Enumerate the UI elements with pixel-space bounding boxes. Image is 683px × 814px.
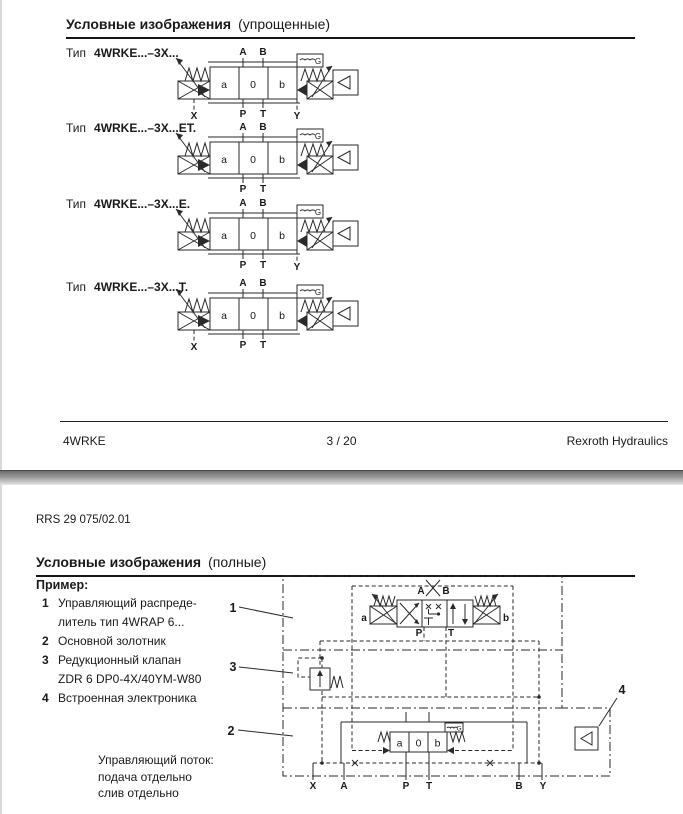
callouts: 1 3 2 4 <box>228 601 626 738</box>
page1-title: Условные изображения (упрощенные) <box>66 16 635 39</box>
port-T: T <box>260 260 266 271</box>
electronics-triangle-icon <box>336 150 351 165</box>
port-B: B <box>259 47 266 58</box>
svg-text:b: b <box>279 230 285 242</box>
pilot-enclosure <box>351 585 514 751</box>
svg-text:0: 0 <box>250 230 256 242</box>
port-Y: Y <box>540 781 547 792</box>
svg-text:a: a <box>221 154 227 166</box>
pilot-port-P: P <box>416 628 423 639</box>
svg-text:b: b <box>279 79 285 91</box>
port-X: X <box>191 111 198 122</box>
svg-text:b: b <box>279 154 285 166</box>
main-g-label: G <box>456 726 461 733</box>
electronics-box <box>574 726 599 751</box>
port-X: X <box>310 781 317 792</box>
svg-text:0: 0 <box>416 738 422 750</box>
pilot-oil-lines <box>297 627 541 765</box>
port-A: A <box>340 781 347 792</box>
port-P: P <box>240 184 247 195</box>
svg-text:a: a <box>397 738 403 750</box>
callout-3: 3 <box>230 660 237 674</box>
valve-symbol-4: G A B a 0 b X P T <box>175 278 359 353</box>
pilot-valve: a b A B P T <box>361 579 509 639</box>
valve-symbol-2: G A B a 0 b P T <box>175 122 359 195</box>
callout-4: 4 <box>619 683 626 697</box>
footer-page-number: 3 / 20 <box>326 434 357 448</box>
doc-number: RRS 29 075/02.01 <box>36 514 131 526</box>
svg-text:a: a <box>221 230 227 242</box>
page1-title-paren: (упрощенные) <box>238 16 331 32</box>
port-Y: Y <box>294 111 301 122</box>
port-T: T <box>426 781 432 792</box>
pilot-port-A: A <box>417 586 424 597</box>
main-ports: X A P T B Y <box>310 752 547 792</box>
page2-title-bold: Условные изображения <box>36 554 202 570</box>
valve-symbol-1: G A B a 0 b X P T Y <box>175 47 359 122</box>
port-P: P <box>240 260 247 271</box>
svg-text:a: a <box>221 79 227 91</box>
port-Y: Y <box>294 262 301 273</box>
page-separator <box>0 470 683 485</box>
port-P: P <box>240 109 247 120</box>
valve-symbol-3: G A B a 0 b P T Y <box>175 198 359 273</box>
port-P: P <box>403 781 410 792</box>
svg-text:b: b <box>435 738 441 750</box>
port-B: B <box>259 122 266 133</box>
example-legend: Пример: 1 Управляющий распреде-литель ти… <box>36 578 201 708</box>
pilot-port-B: B <box>442 586 449 597</box>
electronics-triangle-icon <box>580 731 593 746</box>
svg-text:0: 0 <box>250 79 256 91</box>
full-valve-diagram: a b A B P T G a <box>228 575 626 792</box>
g-label: G <box>315 208 321 217</box>
port-A: A <box>239 198 246 209</box>
port-A: A <box>239 278 246 289</box>
port-B: B <box>259 198 266 209</box>
svg-text:0: 0 <box>250 154 256 166</box>
port-A: A <box>239 47 246 58</box>
electronics-triangle-icon <box>336 306 351 321</box>
port-A: A <box>239 122 246 133</box>
g-label: G <box>315 132 321 141</box>
xy-pilot-line <box>313 759 542 767</box>
electronics-triangle-icon <box>336 226 351 241</box>
page2-title-paren: (полные) <box>208 554 267 570</box>
svg-text:a: a <box>221 310 227 322</box>
callout-1: 1 <box>230 601 237 615</box>
svg-text:0: 0 <box>250 310 256 322</box>
port-P: P <box>240 340 247 351</box>
port-B: B <box>515 781 522 792</box>
legend-item-2: 2 Основной золотник <box>42 634 166 648</box>
main-spool-valve: G a 0 b <box>340 712 528 763</box>
reducing-valve <box>309 667 344 691</box>
example-heading: Пример: <box>36 578 89 592</box>
footer-divider <box>60 421 668 422</box>
control-flow-note: Управляющий поток: подача отдельно слив … <box>98 753 214 800</box>
svg-text:b: b <box>279 310 285 322</box>
pilot-b: b <box>503 613 509 624</box>
footer-brand: Rexroth Hydraulics <box>566 434 668 448</box>
port-T: T <box>260 340 266 351</box>
page1-title-bold: Условные изображения <box>66 16 232 32</box>
g-label: G <box>315 57 321 66</box>
legend-item-4: 4 Встроенная электроника <box>42 691 197 705</box>
scan-edge <box>0 0 2 814</box>
footer-doc-code: 4WRKE <box>63 434 106 448</box>
pilot-port-T: T <box>448 628 454 639</box>
pilot-a: a <box>361 613 367 624</box>
electronics-triangle-icon <box>336 75 351 90</box>
port-B: B <box>259 278 266 289</box>
port-X: X <box>191 342 198 353</box>
port-T: T <box>260 109 266 120</box>
callout-2: 2 <box>228 724 235 738</box>
legend-item-1: 1 Управляющий распреде-литель тип 4WRAP … <box>42 596 197 629</box>
g-label: G <box>315 288 321 297</box>
port-T: T <box>260 184 266 195</box>
